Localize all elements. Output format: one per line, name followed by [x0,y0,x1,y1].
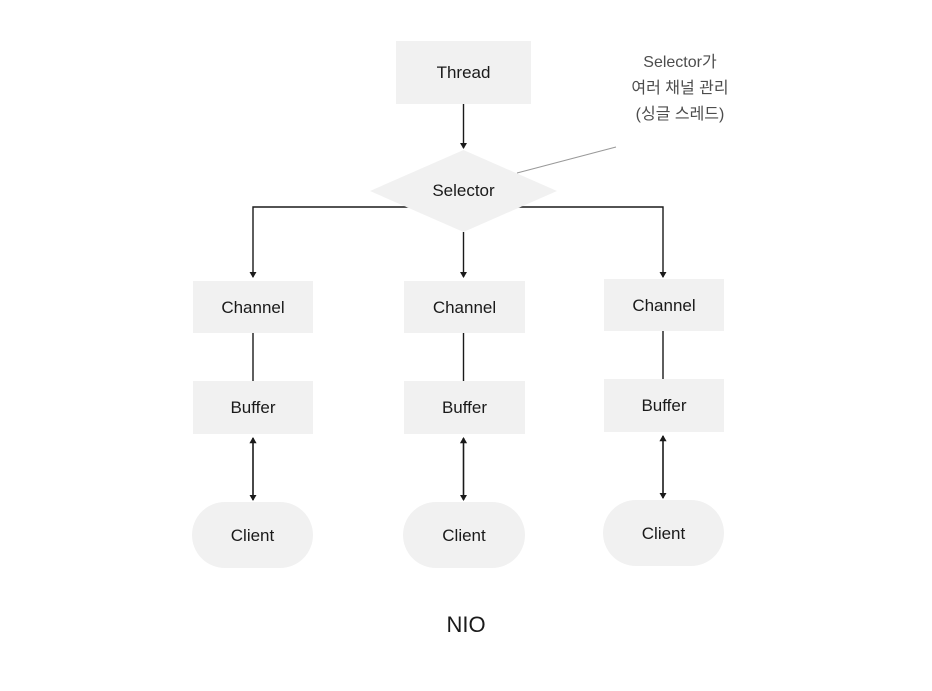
node-channel-3[interactable]: Channel [604,279,724,331]
node-channel-1[interactable]: Channel [193,281,313,333]
node-buffer-3-label: Buffer [641,396,687,415]
node-buffer-2[interactable]: Buffer [404,381,525,434]
node-client-2-label: Client [442,525,486,545]
connector-selector-to-channel-3 [508,206,667,279]
node-client-1-label: Client [230,525,275,545]
node-client-3[interactable]: Client [603,500,724,566]
node-channel-2-label: Channel [432,297,497,317]
node-client-3-label: Client [641,523,686,543]
node-selector-label: Selector [432,181,495,200]
node-client-1[interactable]: Client [192,502,313,568]
annotation-leader-line [516,146,617,174]
node-buffer-2-label: Buffer [441,398,488,417]
selector-annotation: Selector가 여러 채널 관리 (싱글 스레드) [596,50,764,128]
diagram-caption: NIO [446,612,486,637]
node-selector[interactable]: Selector [370,150,557,232]
node-channel-1-label: Channel [221,297,285,317]
connector-selector-to-channel-1 [249,206,419,279]
annotation-line-1: Selector가 [643,54,717,71]
annotation-line-2: 여러 채널 관리 [631,80,729,97]
node-channel-2[interactable]: Channel [404,281,525,333]
node-thread-label: Thread [436,63,491,82]
node-client-2[interactable]: Client [403,502,525,568]
node-buffer-3[interactable]: Buffer [604,379,724,432]
node-buffer-1-label: Buffer [230,398,276,417]
node-channel-3-label: Channel [632,295,696,315]
node-buffer-1[interactable]: Buffer [193,381,313,434]
annotation-line-3: (싱글 스레드) [635,106,725,123]
node-thread[interactable]: Thread [396,41,531,104]
